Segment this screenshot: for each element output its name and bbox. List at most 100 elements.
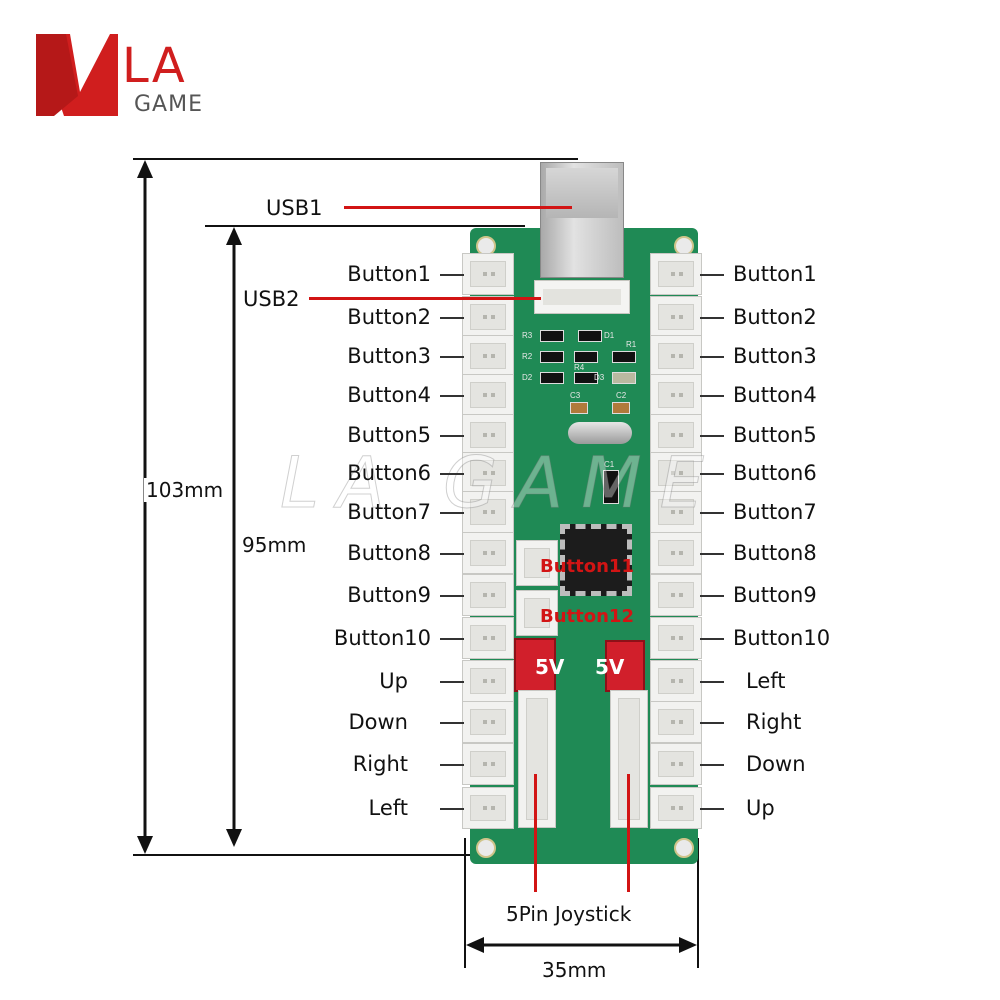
left-pin-tick [440,681,464,683]
left-pin-connector [462,414,514,456]
left-pin-tick [440,435,464,437]
right-pin-label: Down [746,752,806,776]
right-pin-connector [650,787,702,829]
left-width-extension [464,838,466,968]
left-pin-connector [462,296,514,338]
crystal-oscillator [568,422,632,444]
width-35-arrow-icon [466,937,697,953]
dim-95mm: 95mm [242,533,307,557]
power-header-left [514,638,556,692]
silk-c2: C2 [616,391,627,400]
left-pin-connector [462,253,514,295]
button11-label: Button11 [540,556,634,577]
silk-c1: C1 [604,460,615,469]
left-pin-connector [462,374,514,416]
silk-c3: C3 [570,391,581,400]
left-pin-tick [440,764,464,766]
joystick-header-left [518,690,556,828]
joystick-leader-right [627,774,630,892]
right-pin-connector [650,253,702,295]
right-pin-tick [700,274,724,276]
usb1-label: USB1 [266,196,323,220]
left-pin-tick [440,317,464,319]
right-pin-tick [700,435,724,437]
left-pin-label: Down [348,710,408,734]
left-pin-tick [440,808,464,810]
usb-b-face [546,168,618,218]
right-pin-tick [700,553,724,555]
right-pin-tick [700,512,724,514]
left-pin-label: Button5 [347,423,431,447]
left-pin-connector [462,787,514,829]
capacitor-c3 [570,402,588,414]
right-pin-tick [700,317,724,319]
right-pin-label: Button6 [733,461,817,485]
bottom-extension-line [133,854,578,856]
left-pin-label: Right [352,752,408,776]
logo-text-game: GAME [134,92,203,117]
diode-d3 [612,372,636,384]
left-pin-tick [440,722,464,724]
left-pin-tick [440,553,464,555]
right-pin-connector [650,452,702,494]
capacitor-c1 [603,470,619,504]
watermark: LA GAME [280,442,722,525]
right-pin-label: Button2 [733,305,817,329]
right-pin-connector [650,335,702,377]
silk-r1: R1 [626,340,637,349]
left-pin-tick [440,473,464,475]
logo-text-la: LA [122,38,187,94]
joystick-label: 5Pin Joystick [506,902,632,926]
resistor-r4 [574,351,598,363]
microcontroller-chip [560,524,632,596]
mount-hole-icon [674,838,694,858]
left-pin-connector [462,743,514,785]
silk-r2: R2 [522,352,533,361]
diode-d1 [578,330,602,342]
left-pin-label: Button4 [347,383,431,407]
button12-label: Button12 [540,606,634,627]
left-pin-tick [440,512,464,514]
right-pin-label: Button1 [733,262,817,286]
silk-d2: D2 [522,373,533,382]
left-pin-tick [440,356,464,358]
usb2-leader-line [309,297,541,300]
silk-d3: D3 [594,373,605,382]
diode-d2 [540,372,564,384]
right-pin-tick [700,808,724,810]
left-pin-label: Button1 [347,262,431,286]
button12-header [516,590,558,636]
logo-mark-icon [36,34,118,116]
right-pin-connector [650,414,702,456]
right-pin-connector [650,617,702,659]
resistor-r1 [612,351,636,363]
right-pin-label: Button9 [733,583,817,607]
usb1-leader-line [344,206,572,209]
left-pin-connector [462,574,514,616]
right-pin-connector [650,743,702,785]
silk-r3: R3 [522,331,533,340]
left-pin-connector [462,617,514,659]
right-pin-label: Up [746,796,775,820]
right-pin-label: Button4 [733,383,817,407]
right-pin-label: Right [746,710,802,734]
dim-35mm: 35mm [542,958,607,982]
usb2-header [534,280,630,314]
right-pin-label: Button7 [733,500,817,524]
right-pin-tick [700,638,724,640]
silk-r4: R4 [574,363,585,372]
voltage-label-right: 5V [595,655,625,679]
left-pin-connector [462,491,514,533]
height-103-arrow-icon [137,160,153,854]
right-pin-tick [700,395,724,397]
left-pin-label: Button7 [347,500,431,524]
left-pin-label: Button2 [347,305,431,329]
diode-d4 [574,372,598,384]
right-pin-connector [650,296,702,338]
left-pin-tick [440,638,464,640]
height-95-arrow-icon [226,227,242,847]
right-pin-connector [650,574,702,616]
right-pin-label: Button10 [733,626,831,650]
resistor-r3 [540,330,564,342]
right-pin-connector [650,532,702,574]
